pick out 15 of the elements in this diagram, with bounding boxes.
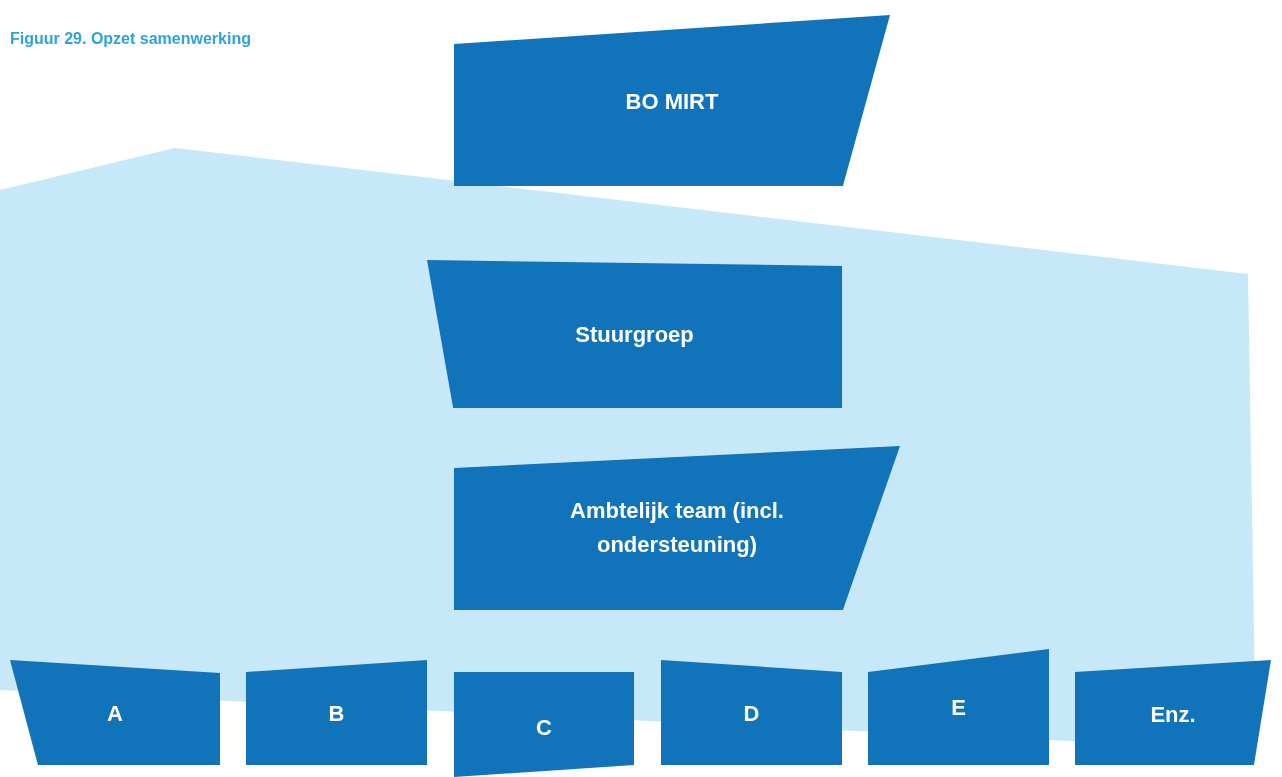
trapezoid-box	[661, 660, 842, 765]
trapezoid-box	[427, 260, 842, 408]
box-label: D	[742, 700, 761, 728]
trapezoid-box	[454, 672, 634, 777]
box-label: B	[327, 700, 346, 728]
box-label: Ambtelijk team (incl. ondersteuning)	[569, 497, 785, 559]
trapezoid-box	[868, 649, 1049, 765]
trapezoid-box	[246, 660, 427, 765]
box-label: A	[106, 700, 124, 728]
box-label: Enz.	[1149, 701, 1197, 729]
box-label: E	[950, 694, 967, 722]
box-label: BO MIRT	[624, 88, 720, 116]
figure-title: Figuur 29. Opzet samenwerking	[10, 30, 251, 48]
box-label: C	[535, 714, 553, 742]
box-label: Stuurgroep	[574, 321, 695, 349]
